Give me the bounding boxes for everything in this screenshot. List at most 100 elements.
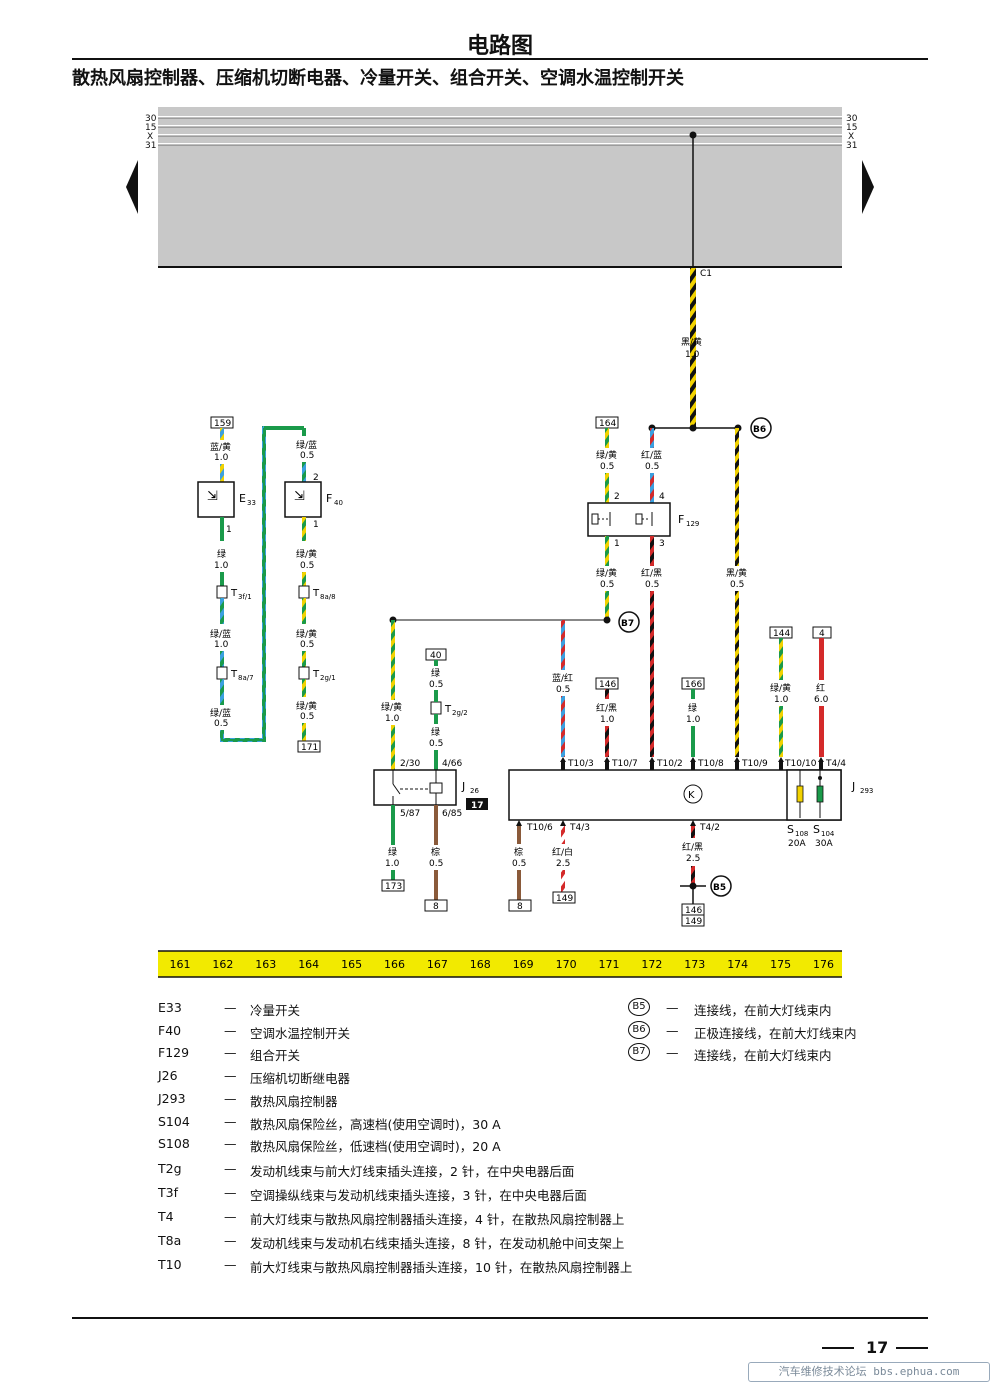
ref-146b: 146 — [685, 906, 702, 916]
connector-b6-label: B6 — [753, 425, 766, 435]
pin-j26-587: 5/87 — [400, 809, 420, 819]
bus-label-31-left: 31 — [145, 141, 156, 151]
connector-t3f-label: T — [230, 588, 238, 599]
pin-t4-3: T4/3 — [569, 823, 590, 833]
wiring-diagram: 30 15 X 31 30 15 X 31 C1 黑/黄 1.0 B6 159 … — [126, 107, 874, 978]
component-f129-sub: 129 — [686, 520, 699, 528]
wire-j26-40b-color: 绿 — [431, 726, 440, 738]
wire-e33-top-size: 1.0 — [214, 453, 229, 463]
wire-f129-l-top-color: 绿/黄 — [596, 449, 617, 461]
wire-e33-end-color: 绿/蓝 — [210, 707, 231, 719]
legend-right: B5—连接线，在前大灯线束内 B6—正极连接线，在前大灯线束内 B7—连接线，在… — [628, 998, 908, 1070]
footer-rule — [72, 1317, 928, 1319]
thermo-switch-icon: ⇲ — [294, 489, 305, 504]
component-j26 — [373, 769, 457, 806]
wire-f40-top-color: 绿/蓝 — [296, 439, 317, 451]
fuse-s108-sub: 108 — [795, 830, 808, 838]
connector-t8a8 — [298, 585, 310, 599]
component-j293-sub: 293 — [860, 787, 873, 795]
component-j26-ref: 17 — [471, 801, 484, 811]
ref-4: 4 — [819, 629, 825, 639]
connector-t8a7 — [216, 666, 228, 680]
wire-f40-bot-color: 绿/黄 — [296, 548, 317, 560]
connector-t8a7-label: T — [230, 669, 238, 680]
grid-number: 169 — [513, 958, 534, 971]
ref-box-149 — [552, 891, 576, 904]
grid-number: 167 — [427, 958, 448, 971]
grid-number: 176 — [813, 958, 834, 971]
grid-number: 168 — [470, 958, 491, 971]
page-title: 电路图 — [466, 34, 533, 59]
wire-t10-8-size: 1.0 — [686, 715, 701, 725]
wire-j26-in-color: 绿/黄 — [381, 701, 402, 713]
grid-number: 163 — [255, 958, 276, 971]
wire-t4-4-size: 6.0 — [814, 695, 829, 705]
connector-t2g2 — [430, 701, 442, 715]
switch-icon: ⇲ — [207, 489, 218, 504]
fuse-s108-amp: 20A — [788, 839, 806, 849]
connector-t2g1 — [298, 666, 310, 680]
wire-t10-7-color: 红/黑 — [596, 702, 617, 714]
component-f129-label: F — [678, 513, 684, 526]
pin-f40-1: 1 — [313, 520, 319, 530]
wire-f40-bot-size: 0.5 — [300, 561, 314, 571]
ref-171: 171 — [301, 743, 318, 753]
connector-t3f — [216, 585, 228, 599]
wire-f40-top-size: 0.5 — [300, 451, 314, 461]
grid-number: 165 — [341, 958, 362, 971]
ref-173: 173 — [385, 882, 402, 892]
fuse-s104-sub: 104 — [821, 830, 835, 838]
pin-t10-7: T10/7 — [611, 759, 638, 769]
wire-main-size: 1.0 — [685, 350, 700, 360]
grid-number: 174 — [727, 958, 748, 971]
connector-t8a8-sub: 8a/8 — [320, 593, 336, 601]
page-number: 17 — [866, 1338, 889, 1357]
pin-f129-4: 4 — [659, 492, 665, 502]
ref-8b: 8 — [517, 902, 523, 912]
wire-f129-r-bot-size: 0.5 — [645, 580, 659, 590]
bus-label-31-right: 31 — [846, 141, 857, 151]
fuse-s108 — [796, 785, 804, 803]
component-e33 — [197, 481, 235, 518]
connector-t8a7-sub: 8a/7 — [238, 674, 254, 682]
pin-t10-10: T10/10 — [784, 759, 817, 769]
grid-number: 173 — [684, 958, 705, 971]
ref-8a: 8 — [433, 902, 439, 912]
wire-t4-3-size: 2.5 — [556, 859, 570, 869]
pin-f129-2: 2 — [614, 492, 620, 502]
wire-j26-out-l-color: 绿 — [388, 846, 397, 858]
component-j26-label: J — [461, 780, 465, 793]
wire-t4-4-color: 红 — [816, 682, 825, 694]
wire-e33-bot-color: 绿 — [217, 548, 226, 560]
connector-b7-badge — [618, 611, 640, 633]
wire-f129-r-top-size: 0.5 — [645, 462, 659, 472]
wire-j26-40b-size: 0.5 — [429, 739, 443, 749]
wire-j26-40-size: 0.5 — [429, 680, 443, 690]
page-forward-arrow-icon — [862, 160, 874, 214]
wire-e33-top-color: 蓝/黄 — [210, 441, 231, 453]
pin-j26-230: 2/30 — [400, 759, 420, 769]
wire-f40-mid-color: 绿/黄 — [296, 628, 317, 640]
wire-e33-bot-size: 1.0 — [214, 561, 229, 571]
component-f40-sub: 40 — [334, 499, 343, 507]
pin-t4-4: T4/4 — [825, 759, 846, 769]
ref-box-171 — [297, 740, 321, 753]
bus-label-x-right: X — [848, 132, 854, 142]
wire-e33-t8a-size: 1.0 — [214, 640, 229, 650]
legend-left: E33—冷量开关 F40—空调水温控制开关 F129—组合开关 J26—压缩机切… — [158, 1000, 633, 1275]
page-subtitle: 散热风扇控制器、压缩机切断电器、冷量开关、组合开关、空调水温控制开关 — [72, 68, 684, 89]
pin-e33: 1 — [226, 525, 232, 535]
wire-t4-2-color: 红/黑 — [682, 841, 703, 853]
wire-b6-size: 0.5 — [730, 580, 744, 590]
pin-j26-466: 4/66 — [442, 759, 462, 769]
grid-number: 175 — [770, 958, 791, 971]
wire-t10-6-color: 棕 — [514, 846, 523, 858]
ref-40: 40 — [430, 651, 442, 661]
wire-j26-out-l-size: 1.0 — [385, 859, 400, 869]
connector-b6-badge — [750, 417, 772, 439]
ref-box-149b — [681, 914, 705, 927]
wire-f40-end-size: 0.5 — [300, 712, 314, 722]
component-e33-label: E — [239, 492, 246, 505]
page-number-dash-left — [822, 1347, 854, 1349]
connector-t8a8-label: T — [312, 588, 320, 599]
